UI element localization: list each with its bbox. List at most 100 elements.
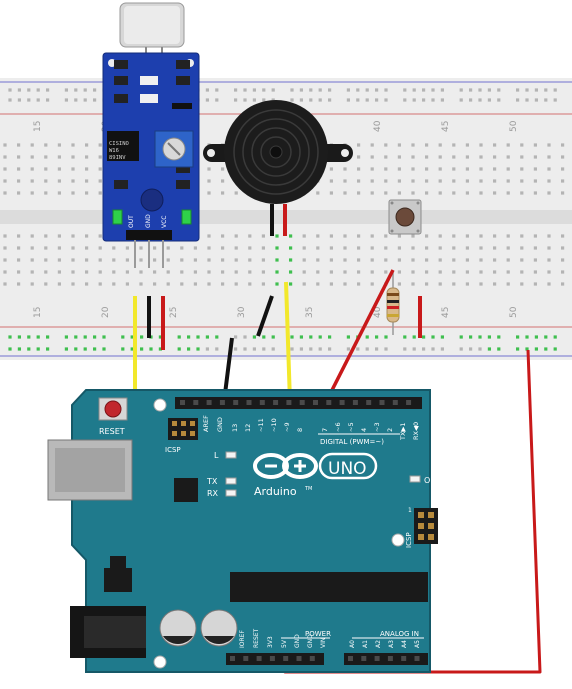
breadboard-hole — [318, 88, 322, 92]
breadboard-hole — [370, 143, 374, 147]
breadboard-hole — [125, 270, 129, 274]
breadboard-hole — [384, 347, 388, 351]
breadboard-holes — [3, 88, 565, 351]
pin-label-4: 4 — [360, 428, 368, 432]
breadboard-hole — [497, 347, 501, 351]
breadboard-hole — [153, 246, 157, 250]
breadboard-hole — [465, 191, 469, 195]
breadboard-hole — [112, 246, 116, 250]
breadboard-hole — [243, 335, 247, 339]
breadboard-hole — [318, 347, 322, 351]
analog-pin-a3: A3 — [388, 640, 395, 648]
sensor-chip — [107, 131, 139, 161]
breadboard-hole — [85, 167, 89, 171]
breadboard-hole — [17, 234, 21, 238]
breadboard-hole — [438, 234, 442, 238]
breadboard-hole — [93, 98, 97, 102]
breadboard-hole — [17, 270, 21, 274]
breadboard-hole — [71, 155, 75, 159]
breadboard-hole — [207, 270, 211, 274]
breadboard-hole — [17, 98, 21, 102]
breadboard-hole — [271, 98, 275, 102]
breadboard-hole — [520, 155, 524, 159]
breadboard-hole — [343, 234, 347, 238]
breadboard-hole — [71, 282, 75, 286]
breadboard-hole — [17, 143, 21, 147]
breadboard-hole — [561, 167, 565, 171]
breadboard-hole — [112, 282, 116, 286]
breadboard-hole — [205, 347, 209, 351]
breadboard-hole — [275, 234, 279, 238]
power-pin-gnd1: GND — [294, 634, 301, 648]
breadboard-hole — [547, 191, 551, 195]
breadboard-hole — [525, 88, 529, 92]
breadboard-hole — [3, 167, 7, 171]
header-hole — [193, 400, 199, 405]
breadboard-hole — [243, 347, 247, 351]
header-hole — [259, 400, 265, 405]
breadboard-hole — [534, 88, 538, 92]
col-num-top-15: 15 — [33, 121, 43, 132]
breadboard-hole — [207, 246, 211, 250]
breadboard-hole — [465, 234, 469, 238]
breadboard-hole — [493, 258, 497, 262]
push-button-cap[interactable] — [395, 207, 415, 227]
breadboard-hole — [465, 155, 469, 159]
breadboard-hole — [438, 179, 442, 183]
breadboard-hole — [180, 282, 184, 286]
breadboard-hole — [525, 98, 529, 102]
breadboard-hole — [275, 246, 279, 250]
breadboard-hole — [64, 335, 68, 339]
breadboard-hole — [85, 282, 89, 286]
breadboard-hole — [520, 234, 524, 238]
breadboard-hole — [425, 270, 429, 274]
breadboard-hole — [365, 88, 369, 92]
breadboard-hole — [370, 282, 374, 286]
breadboard-hole — [411, 270, 415, 274]
led-tx — [225, 477, 237, 485]
breadboard-hole — [343, 167, 347, 171]
breadboard-hole — [329, 191, 333, 195]
breadboard-hole — [479, 234, 483, 238]
breadboard-hole — [533, 143, 537, 147]
breadboard-hole — [544, 335, 548, 339]
breadboard-hole — [561, 282, 565, 286]
breadboard-hole — [30, 270, 34, 274]
breadboard-hole — [221, 234, 225, 238]
breadboard-hole — [252, 335, 256, 339]
push-button[interactable] — [388, 199, 422, 235]
breadboard-hole — [130, 335, 134, 339]
breadboard-hole — [478, 98, 482, 102]
breadboard-hole — [497, 335, 501, 339]
breadboard-hole — [547, 282, 551, 286]
breadboard-hole — [478, 88, 482, 92]
breadboard-hole — [370, 167, 374, 171]
breadboard-hole — [357, 234, 361, 238]
breadboard-hole — [17, 167, 21, 171]
col-num-bottom-35: 35 — [305, 307, 315, 318]
breadboard-hole — [506, 246, 510, 250]
reset-button[interactable] — [104, 400, 122, 418]
breadboard-hole — [506, 234, 510, 238]
wire-yellow-buzzer — [284, 281, 292, 403]
breadboard-hole — [397, 155, 401, 159]
breadboard-hole — [207, 234, 211, 238]
breadboard-hole — [102, 335, 106, 339]
breadboard-hole — [57, 282, 61, 286]
header-hole — [326, 400, 332, 405]
breadboard-hole — [46, 88, 50, 92]
breadboard-hole — [403, 98, 407, 102]
header-hole — [233, 400, 239, 405]
breadboard-hole — [357, 270, 361, 274]
breadboard-hole — [299, 347, 303, 351]
breadboard-hole — [357, 179, 361, 183]
breadboard-hole — [487, 98, 491, 102]
usb-chip — [174, 478, 198, 502]
breadboard-hole — [411, 246, 415, 250]
breadboard-hole — [459, 98, 463, 102]
breadboard-hole — [98, 167, 102, 171]
breadboard-hole — [30, 143, 34, 147]
breadboard-hole — [357, 191, 361, 195]
breadboard-hole — [17, 191, 21, 195]
breadboard-hole — [36, 347, 40, 351]
